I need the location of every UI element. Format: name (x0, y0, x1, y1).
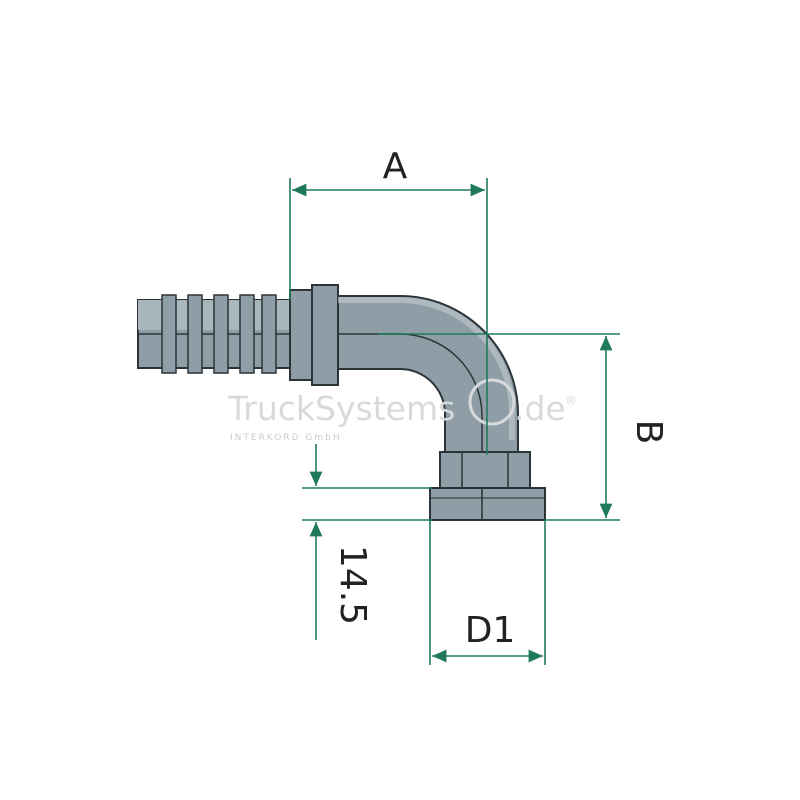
hex-body (439, 451, 531, 491)
dimension-thickness-label: 14.5 (332, 545, 373, 625)
watermark-registered-mark: ® (565, 394, 577, 408)
dimension-b-label: B (628, 420, 669, 445)
elbow-bend (337, 295, 519, 456)
dimension-thickness (302, 444, 432, 640)
watermark-brand-left: TruckSystems (227, 389, 455, 428)
elbow-fitting (137, 284, 546, 521)
watermark-company: INTERKORD GmbH (230, 433, 342, 443)
hose-tail (137, 284, 339, 386)
watermark-brand-right: .de (514, 389, 566, 428)
flange (429, 487, 546, 521)
dimension-b (378, 333, 620, 521)
dimension-a (289, 178, 488, 455)
dimension-d1-label: D1 (465, 610, 516, 651)
dimension-a-label: A (383, 146, 408, 187)
watermark: TruckSystems .de ® INTERKORD GmbH (227, 378, 577, 443)
dimension-d1 (429, 520, 546, 665)
globe-icon (468, 378, 516, 426)
